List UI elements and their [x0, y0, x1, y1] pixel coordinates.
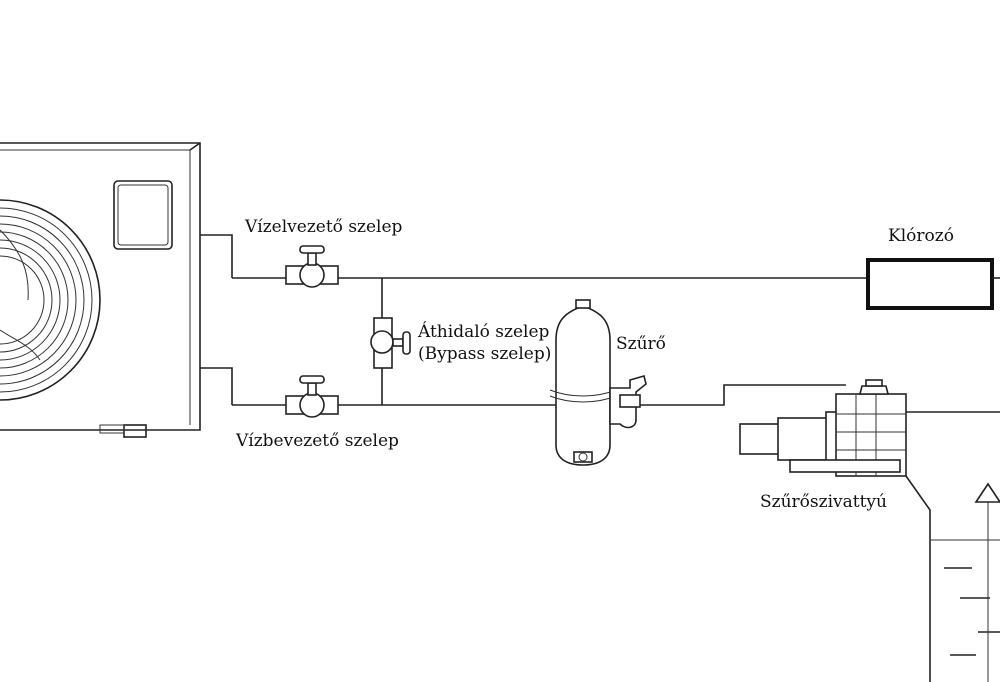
outlet-valve-label: Vízelvezető szelep [245, 217, 403, 237]
bypass-valve-icon [370, 317, 411, 369]
chlorinator-label: Klórozó [888, 226, 954, 246]
sand-filter-icon [549, 299, 647, 466]
inlet-valve-label: Vízbevezető szelep [236, 431, 399, 451]
filter-pump-label: Szűrőszivattyú [760, 492, 887, 512]
bypass-valve-label-line2: (Bypass szelep) [418, 344, 552, 364]
outlet-valve-icon [285, 245, 339, 288]
fan-grille-icon [0, 199, 101, 401]
bypass-valve-label-line1: Áthidaló szelep [418, 322, 550, 342]
heat-pump-unit [0, 142, 233, 438]
inlet-valve-icon [285, 375, 339, 418]
control-panel-icon [113, 180, 173, 250]
chlorinator-icon [866, 258, 994, 310]
filter-pump-icon [739, 379, 907, 477]
pool-basin-icon [930, 482, 1000, 682]
filter-label: Szűrő [616, 334, 666, 354]
